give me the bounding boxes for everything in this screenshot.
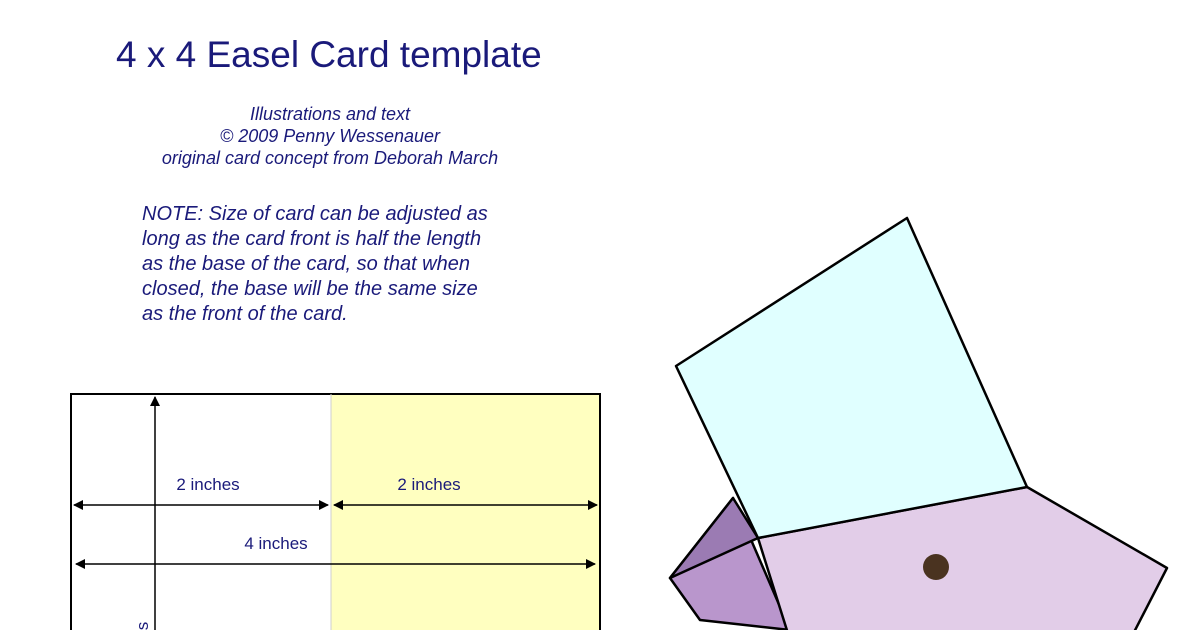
easel-card-illustration bbox=[668, 216, 1169, 630]
credits-line: Illustrations and text bbox=[249, 104, 411, 124]
note-line: as the base of the card, so that when bbox=[142, 253, 470, 275]
note-paragraph: NOTE: Size of card can be adjusted as lo… bbox=[142, 202, 562, 327]
credits-line: original card concept from Deborah March bbox=[161, 148, 499, 168]
dimension-label-total: 4 inches bbox=[244, 534, 307, 553]
easel-support-left-inner bbox=[668, 496, 760, 580]
page-title: 4 x 4 Easel Card template bbox=[116, 34, 542, 75]
template-outline bbox=[70, 393, 601, 630]
dimension-label-right: 2 inches bbox=[397, 475, 460, 494]
note-line: closed, the base will be the same size bbox=[142, 278, 478, 300]
template-diagram: 2 inches 2 inches 4 inches s bbox=[70, 393, 601, 630]
credits-block: Illustrations and text © 2009 Penny Wess… bbox=[120, 103, 540, 169]
template-right-panel bbox=[331, 394, 600, 630]
easel-card-front bbox=[674, 216, 1029, 540]
note-line: long as the card front is half the lengt… bbox=[142, 228, 482, 250]
dimension-label-left: 2 inches bbox=[176, 475, 239, 494]
note-line: as the front of the card. bbox=[142, 303, 348, 325]
easel-stopper-button bbox=[923, 554, 949, 580]
dimension-label-vertical: s bbox=[133, 622, 152, 630]
credits-line: © 2009 Penny Wessenauer bbox=[219, 126, 441, 146]
note-line: NOTE: Size of card can be adjusted as bbox=[142, 203, 488, 225]
